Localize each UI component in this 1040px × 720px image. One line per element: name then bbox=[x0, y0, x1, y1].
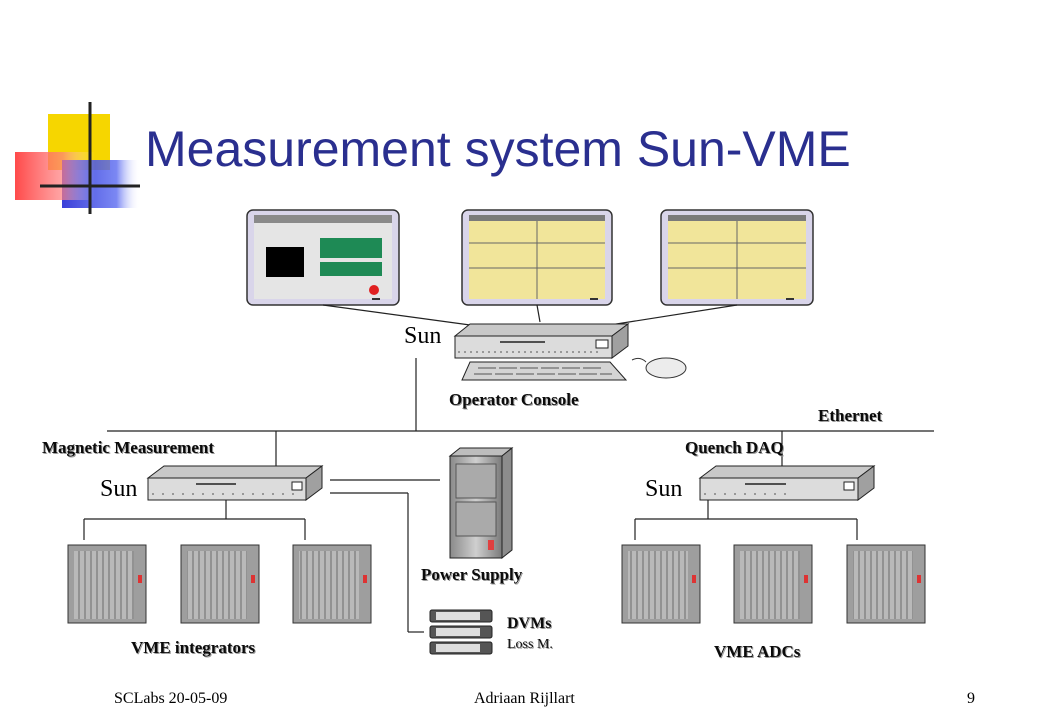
vme-adc-crate-3 bbox=[846, 544, 926, 624]
console-sun-label: Sun bbox=[404, 323, 442, 349]
monitor-2 bbox=[461, 209, 613, 306]
dvms-label: DVMs bbox=[507, 615, 552, 632]
page-number: 9 bbox=[967, 690, 975, 707]
loss-m-label: Loss M. bbox=[507, 637, 553, 652]
right-sun-unit bbox=[698, 465, 876, 501]
vme-adc-crate-1 bbox=[621, 544, 701, 624]
power-supply-cabinet bbox=[448, 446, 514, 560]
footer-date: SCLabs 20-05-09 bbox=[114, 690, 228, 707]
monitor-1 bbox=[246, 209, 400, 306]
console-workstation bbox=[453, 323, 687, 381]
vme-integrators-label: VME integrators bbox=[131, 638, 256, 657]
quench-daq-label: Quench DAQ bbox=[685, 438, 784, 457]
footer-author: Adriaan Rijllart bbox=[474, 690, 575, 707]
monitor-3 bbox=[660, 209, 814, 306]
vme-integrator-crate-1 bbox=[67, 544, 147, 624]
magnetic-measurement-label: Magnetic Measurement bbox=[42, 438, 214, 457]
left-sun-unit bbox=[146, 465, 324, 501]
ethernet-label: Ethernet bbox=[818, 406, 883, 425]
power-supply-label: Power Supply bbox=[421, 565, 523, 584]
dvm-stack bbox=[429, 609, 493, 655]
page-title: Measurement system Sun-VME bbox=[145, 121, 851, 177]
vme-integrator-crate-2 bbox=[180, 544, 260, 624]
slide-logo-graphic bbox=[15, 102, 140, 214]
vme-integrator-crate-3 bbox=[292, 544, 372, 624]
left-sun-label: Sun bbox=[100, 476, 138, 502]
right-sun-label: Sun bbox=[645, 476, 683, 502]
vme-adc-crate-2 bbox=[733, 544, 813, 624]
vme-adcs-label: VME ADCs bbox=[714, 642, 801, 661]
operator-console-label: Operator Console bbox=[449, 390, 579, 409]
